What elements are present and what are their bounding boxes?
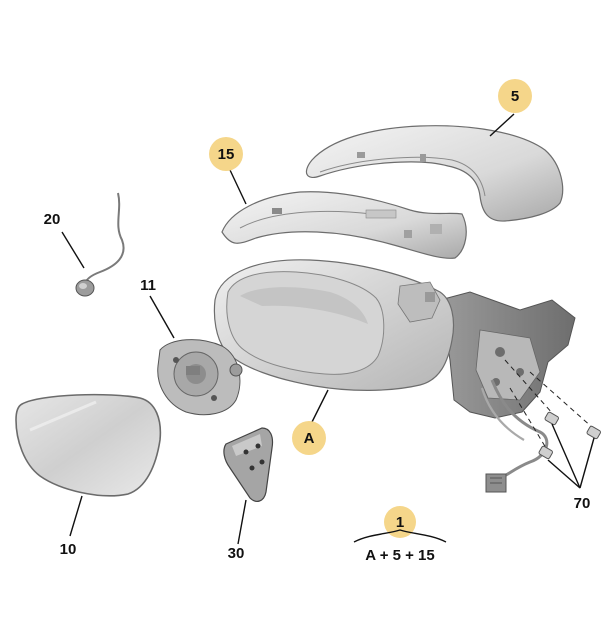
label-30: 30 (228, 545, 245, 562)
label-11: 11 (140, 277, 156, 294)
screw-3 (586, 425, 601, 440)
kit-brace (353, 529, 447, 543)
highlight-badge (498, 79, 532, 113)
callout-15: 15 (209, 137, 243, 171)
part-5-mirror-cover (305, 125, 564, 222)
part-11-adjustment-motor (157, 339, 243, 416)
highlight-badge (209, 137, 243, 171)
label-15: 15 (218, 146, 235, 163)
callout-5: 5 (498, 79, 532, 113)
highlight-badge (384, 506, 416, 538)
screw-1 (544, 411, 559, 426)
label-10: 10 (60, 541, 77, 558)
label-A: A (304, 430, 315, 447)
kit-formula: A + 5 + 15 (365, 547, 435, 564)
highlight-badge (292, 421, 326, 455)
leader-70-c (547, 459, 581, 489)
part-A-mirror-housing (213, 259, 576, 493)
leader-70-b (579, 437, 595, 489)
screw-2 (538, 445, 553, 460)
part-15-indicator-repeater (221, 191, 467, 259)
label-20: 20 (44, 211, 61, 228)
label-1: 1 (396, 514, 404, 531)
leader-30 (237, 499, 247, 545)
leader-70-a (551, 423, 581, 489)
leader-5 (489, 113, 515, 137)
leader-A (309, 389, 329, 427)
part-70-screws (504, 359, 601, 460)
label-70: 70 (574, 495, 591, 512)
callout-A: A (292, 421, 326, 455)
callout-1-kit: 1 A + 5 + 15 (353, 506, 447, 564)
leader-11 (149, 295, 175, 339)
leader-15 (229, 169, 247, 205)
part-20-cable-sensor (75, 192, 125, 297)
part-10-mirror-glass (15, 393, 162, 497)
leader-20 (61, 231, 85, 269)
leader-10 (69, 495, 83, 537)
part-30-bracket (223, 427, 274, 502)
leader-lines (61, 113, 595, 545)
label-5: 5 (511, 88, 519, 105)
